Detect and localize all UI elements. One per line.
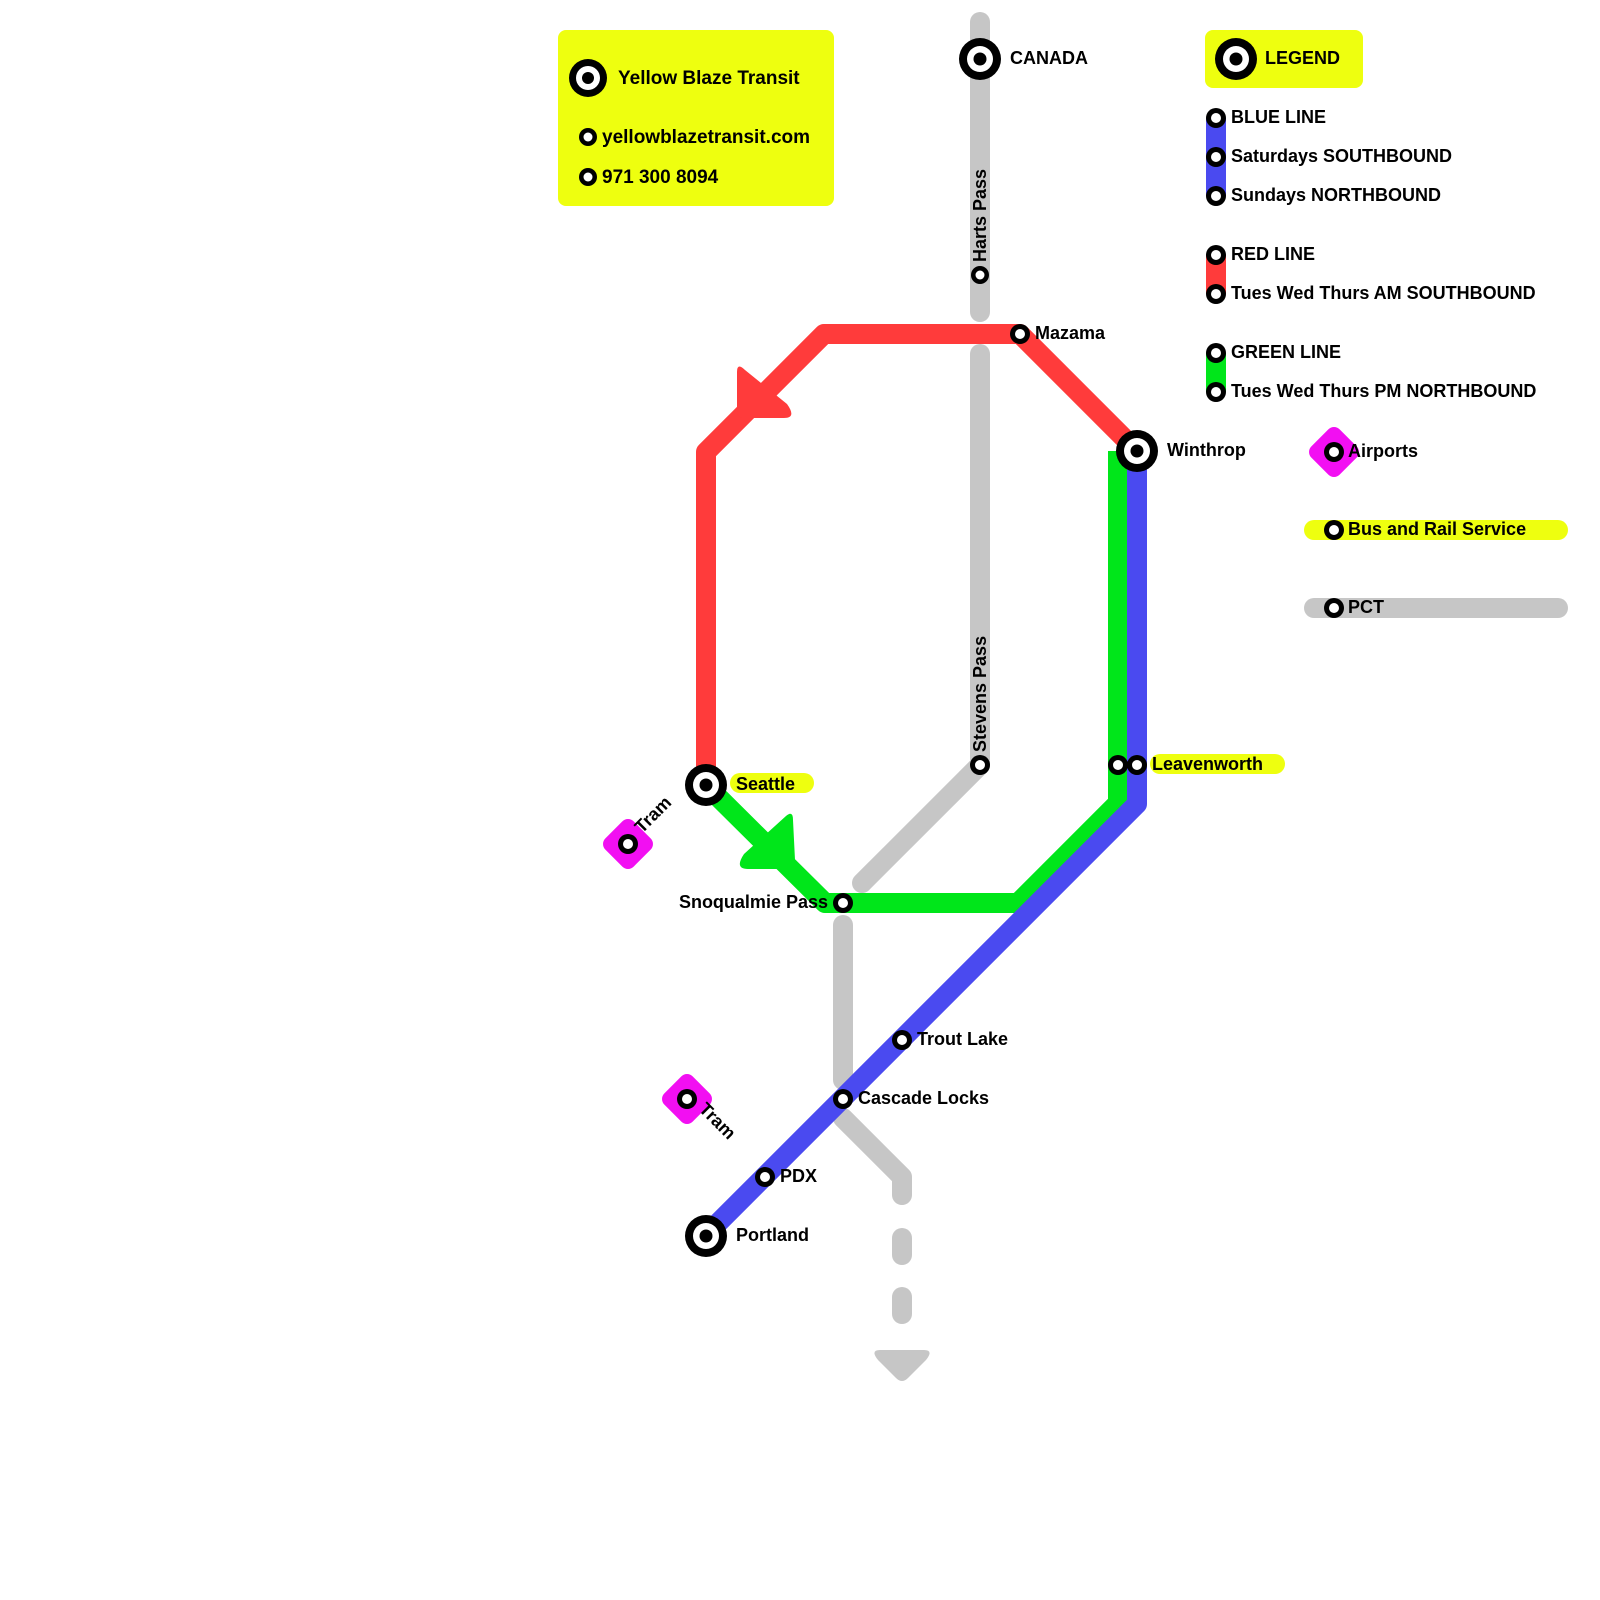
info-box-background [558,30,834,206]
station-icon [1324,520,1344,540]
station-icon [579,168,597,186]
green-direction-arrow-icon [739,813,795,869]
station-label-tram-north: Tram [631,792,676,837]
station-label-portland: Portland [736,1225,809,1245]
station-icon [1324,442,1344,462]
legend-pct: PCT [1348,597,1384,617]
station-label-trout-lake: Trout Lake [917,1029,1008,1049]
legend-airports: Airports [1348,441,1418,461]
station-icon [1206,245,1226,265]
station-winthrop[interactable] [1116,430,1158,472]
agency-website[interactable]: yellowblazetransit.com [602,127,810,148]
south-arrow-icon [874,1350,930,1381]
station-label-snoqualmie-pass: Snoqualmie Pass [679,892,828,912]
station-label-pdx: PDX [780,1166,817,1186]
station-label-winthrop: Winthrop [1167,440,1246,460]
station-icon [1206,186,1226,206]
station-label-leavenworth: Leavenworth [1152,754,1263,774]
station-label-tram-south: Tram [695,1099,740,1144]
legend-red-schedule: Tues Wed Thurs AM SOUTHBOUND [1231,283,1536,303]
station-icon [1324,598,1344,618]
legend-red-line: RED LINE [1231,244,1315,264]
interchange-station-icon [1215,38,1257,80]
station-icon [1206,343,1226,363]
station-cascade-locks[interactable] [833,1089,853,1109]
red-line[interactable] [696,324,1145,785]
station-leavenworth[interactable] [1108,755,1147,775]
station-tram-south[interactable] [677,1089,697,1109]
station-mazama[interactable] [1010,324,1030,344]
legend-green-schedule: Tues Wed Thurs PM NORTHBOUND [1231,381,1536,401]
info-box: Yellow Blaze Transit yellowblazetransit.… [558,30,834,206]
interchange-station-icon [569,59,607,97]
station-label-canada: CANADA [1010,48,1088,68]
station-tram-north[interactable] [618,834,638,854]
station-icon [579,128,597,146]
agency-phone[interactable]: 971 300 8094 [602,167,719,188]
station-label-mazama: Mazama [1035,323,1106,343]
legend-bus-rail: Bus and Rail Service [1348,519,1526,539]
seattle-highlight [730,773,814,793]
blue-line[interactable] [698,451,1147,1243]
legend-green-line: GREEN LINE [1231,342,1341,362]
station-snoqualmie-pass[interactable] [833,893,853,913]
station-portland[interactable] [685,1215,727,1257]
station-label-seattle: Seattle [736,774,795,794]
leavenworth-highlight [1150,754,1285,774]
red-direction-arrow-icon [737,366,792,418]
agency-name: Yellow Blaze Transit [618,68,800,89]
station-seattle[interactable] [685,764,727,806]
station-icon [1206,382,1226,402]
station-label-cascade-locks: Cascade Locks [858,1088,989,1108]
legend: LEGEND BLUE LINE Saturdays SOUTHBOUND Su… [1205,30,1568,618]
station-canada[interactable] [959,38,1001,80]
station-icon [1206,108,1226,128]
station-trout-lake[interactable] [892,1030,912,1050]
pct-trail [833,12,990,1324]
station-icon [1206,284,1226,304]
legend-blue-line: BLUE LINE [1231,107,1326,127]
pct-segment-south [833,1108,912,1205]
legend-blue-schedule-2: Sundays NORTHBOUND [1231,185,1441,205]
station-pdx[interactable] [755,1167,775,1187]
station-label-harts-pass: Harts Pass [970,169,990,262]
pct-segment-stevens-snoqualmie [852,755,990,893]
station-icon [1206,147,1226,167]
station-label-stevens-pass: Stevens Pass [970,636,990,752]
station-stevens-pass[interactable] [970,755,990,775]
station-harts-pass[interactable] [971,266,989,284]
legend-title: LEGEND [1265,48,1340,68]
legend-blue-schedule-1: Saturdays SOUTHBOUND [1231,146,1452,166]
